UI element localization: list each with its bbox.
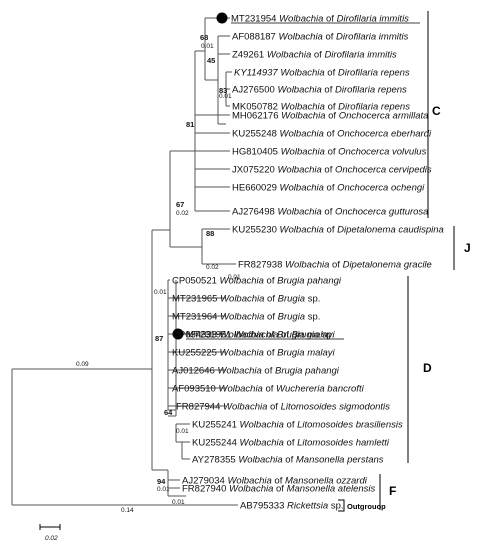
taxon-label: JX075220 Wolbachia of Onchocerca cervipe… bbox=[232, 165, 432, 176]
taxon-label: FR827940 Wolbachia of Mansonella atelens… bbox=[182, 484, 376, 495]
sample-marker-dot bbox=[172, 328, 184, 340]
taxon-label: AF093510 Wolbachia of Wuchereria bancrof… bbox=[172, 384, 365, 395]
taxon-label: CP050521 Wolbachia of Brugia pahangi bbox=[172, 276, 342, 287]
branch-length-001: 0.01 bbox=[201, 43, 214, 50]
branch-length-001: 0.01 bbox=[228, 274, 241, 281]
taxon-label: AY278355 Wolbachia of Mansonella perstan… bbox=[192, 455, 384, 466]
branch-length-001: 0.01 bbox=[219, 93, 232, 100]
branch-length-014: 0.14 bbox=[121, 507, 134, 514]
branch-length-001: 0.01 bbox=[154, 289, 167, 296]
clade-labels: C J D F Outgrouop bbox=[347, 104, 471, 511]
taxon-label: MT231954 Wolbachia of Dirofilaria immiti… bbox=[231, 14, 409, 25]
tree-branches bbox=[11, 17, 238, 506]
branch-length-001: 0.01 bbox=[176, 428, 189, 435]
sample-markers bbox=[172, 12, 228, 340]
bootstrap-values: 68 45 83 81 67 88 87 64 94 bbox=[155, 33, 227, 486]
taxon-label: HG810405 Wolbachia of Onchocerca volvulu… bbox=[232, 147, 427, 158]
marked-sample-underlines bbox=[186, 22, 420, 340]
taxon-label: CP034333 Wolbachia of Brugia malayi bbox=[172, 330, 336, 341]
taxon-label: FR827938 Wolbachia of Dipetalonema graci… bbox=[238, 260, 432, 271]
bootstrap-94: 94 bbox=[157, 477, 166, 486]
clade-label-d: D bbox=[423, 361, 432, 375]
taxon-label: KU255230 Wolbachia of Dipetalonema caudi… bbox=[232, 225, 444, 236]
taxon-label: MT231964 Wolbachia of Brugia sp. bbox=[172, 312, 320, 323]
clade-label-c: C bbox=[432, 104, 441, 118]
clade-label-f: F bbox=[389, 484, 396, 498]
taxon-label: AJ276498 Wolbachia of Onchocerca gutturo… bbox=[232, 207, 428, 218]
taxon-label: Z49261 Wolbachia of Dirofilaria immitis bbox=[232, 50, 397, 61]
bootstrap-67: 67 bbox=[176, 200, 184, 209]
taxon-label: MT231951 Wolbachia of Brugia sp. bbox=[186, 330, 334, 341]
taxon-label: FR827944 Wolbachia of Litomosoides sigmo… bbox=[176, 402, 390, 413]
taxon-label: AJ276500 Wolbachia of Dirofilaria repens bbox=[232, 85, 407, 96]
bootstrap-64: 64 bbox=[164, 408, 173, 417]
bootstrap-68: 68 bbox=[200, 33, 208, 42]
bootstrap-88: 88 bbox=[206, 229, 214, 238]
taxon-labels: MT231954 Wolbachia of Dirofilaria immiti… bbox=[172, 14, 444, 512]
bootstrap-81: 81 bbox=[186, 120, 194, 129]
taxon-label: MT231965 Wolbachia of Brugia sp. bbox=[172, 294, 320, 305]
clade-bracket-outgroup bbox=[338, 499, 345, 512]
taxon-label: KY114937 Wolbachia of Dirofilaria repens bbox=[234, 68, 410, 79]
branch-length-001: 0.01 bbox=[157, 486, 170, 493]
bootstrap-87: 87 bbox=[155, 334, 163, 343]
clade-brackets bbox=[338, 11, 455, 512]
branch-length-001: 0.01 bbox=[172, 499, 185, 506]
scale-bar-label: 0.02 bbox=[45, 535, 58, 542]
taxon-label: KU255241 Wolbachia of Litomosoides brasi… bbox=[192, 420, 403, 431]
outgroup-label: Outgrouop bbox=[347, 502, 386, 511]
branch-length-labels: 0.01 0.01 0.02 0.02 0.01 0.01 0.01 0.01 … bbox=[76, 43, 241, 514]
taxon-label: AF088187 Wolbachia of Dirofilaria immiti… bbox=[232, 32, 409, 43]
taxon-label: AJ279034 Wolbachia of Mansonella ozzardi bbox=[182, 476, 368, 487]
taxon-label: MK050782 Wolbachia of Dirofilaria repens bbox=[232, 102, 410, 113]
taxon-label: KU255248 Wolbachia of Onchocerca eberhar… bbox=[232, 129, 432, 140]
branch-length-002: 0.02 bbox=[206, 264, 219, 271]
branch-length-002: 0.02 bbox=[176, 210, 189, 217]
bootstrap-83: 83 bbox=[219, 86, 227, 95]
bootstrap-45: 45 bbox=[207, 56, 215, 65]
taxon-label: AJ012646 Wolbachia of Brugia pahangi bbox=[172, 366, 340, 377]
branch-length-009: 0.09 bbox=[76, 361, 89, 368]
taxon-label: MH062176 Wolbachia of Onchocerca armilla… bbox=[232, 111, 428, 122]
sample-marker-dot bbox=[216, 12, 228, 24]
taxon-label: KU255244 Wolbachia of Litomosoides hamle… bbox=[192, 438, 390, 449]
clade-label-j: J bbox=[464, 241, 471, 255]
taxon-label: HE660029 Wolbachia of Onchocerca ochengi bbox=[232, 183, 425, 194]
taxon-label: AB795333 Rickettsia sp. bbox=[240, 501, 344, 512]
scale-bar: 0.02 bbox=[39, 524, 61, 542]
taxon-label: KU255225 Wolbachia of Brugia malayi bbox=[172, 348, 336, 359]
